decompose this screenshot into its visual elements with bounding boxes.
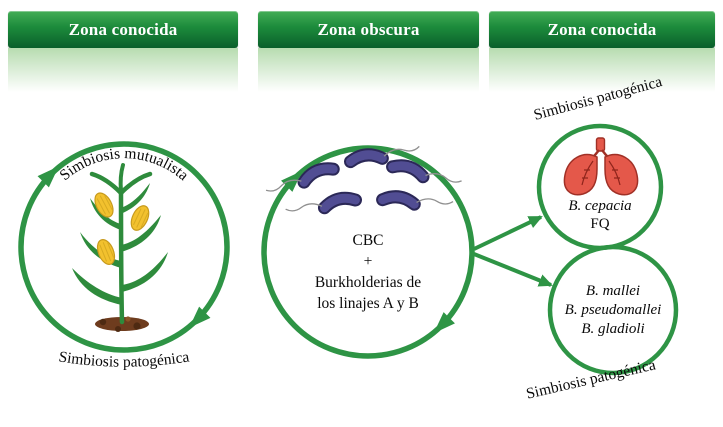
flagellum [425,173,462,183]
species-list: B. mallei B. pseudomallei B. gladioli [548,282,678,339]
bacterium [285,191,362,215]
flagellum [285,203,323,212]
header-zona-conocida-left: Zona conocida [8,11,238,48]
connector-arrow-bottom [473,252,553,287]
header-mid-fade [258,48,479,92]
corn-cob [96,239,116,265]
left-cycle-bottom-label: Simbiosis patogénica [58,348,191,370]
middle-line-burk-1: Burkholderias de [314,274,422,291]
lungs-icon [563,137,639,196]
flagellum [265,179,302,192]
species-pseudomallei-label: B. pseudomallei [564,302,662,318]
middle-cycle-arrowhead-bottom [433,312,455,334]
corn-cob [94,192,114,218]
bacterium [376,190,454,211]
species-gladioli-label: B. gladioli [581,321,645,337]
bacteria-illustration [265,145,462,215]
fq-condition-label: FQ [590,216,610,232]
header-zona-conocida-left-label: Zona conocida [68,19,178,39]
bacterium [386,159,462,184]
middle-line-burk-2: los linajes A y B [317,295,419,312]
header-right-fade [489,48,715,92]
left-cycle-ring [18,141,230,353]
species-cepacia-label: B. cepacia [568,198,632,214]
middle-cycle-ring [261,145,475,359]
header-left-fade [8,48,238,92]
bacterium [265,162,340,192]
header-zona-obscura-label: Zona obscura [317,19,420,39]
left-cycle-arrowhead-top [37,166,59,188]
corn-stem [118,187,125,325]
header-zona-conocida-right: Zona conocida [489,11,715,48]
flagellum [383,145,420,157]
right-bottom-circle-ring [547,244,679,376]
middle-line-cbc: CBC [352,232,384,249]
middle-line-plus: + [363,253,373,270]
header-zona-obscura: Zona obscura [258,11,479,48]
bacterium [344,145,420,169]
left-cycle-arrowhead-bottom [189,306,211,328]
corn-plant-illustration [72,163,168,332]
connector-arrow-top [473,215,543,251]
middle-cycle-text: CBC + Burkholderias de los linajes A y B [278,230,458,314]
middle-cycle-arrowhead-top [281,170,303,192]
flagellum [416,198,454,205]
header-zona-conocida-right-label: Zona conocida [547,19,657,39]
species-mallei-label: B. mallei [585,283,641,299]
corn-cob [130,205,150,231]
